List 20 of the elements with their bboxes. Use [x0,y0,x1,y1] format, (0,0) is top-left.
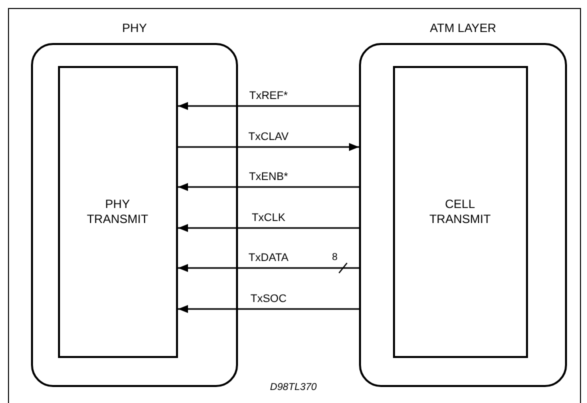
figure-code: D98TL370 [270,382,317,393]
signal-arrow [178,264,359,272]
signal-arrow [178,102,359,110]
signal-label: TxCLAV [248,131,289,143]
signal-label: TxCLK [252,212,286,224]
signal-arrow [178,143,359,151]
signal-label: TxENB* [248,171,288,183]
signal-label: TxSOC [250,293,287,305]
box-label: CELL TRANSMIT [428,196,492,226]
block-heading: PHY [121,21,148,35]
signal-label: TxREF* [249,90,288,102]
function-box [392,66,528,358]
block-heading: ATM LAYER [428,21,498,35]
signal-arrow [178,224,359,232]
function-box [58,66,178,358]
signal-label: TxDATA [248,252,288,264]
box-label: PHY TRANSMIT [86,196,150,226]
signal-arrow [178,183,359,191]
bus-width-label: 8 [332,252,338,263]
signal-arrow [178,305,359,313]
